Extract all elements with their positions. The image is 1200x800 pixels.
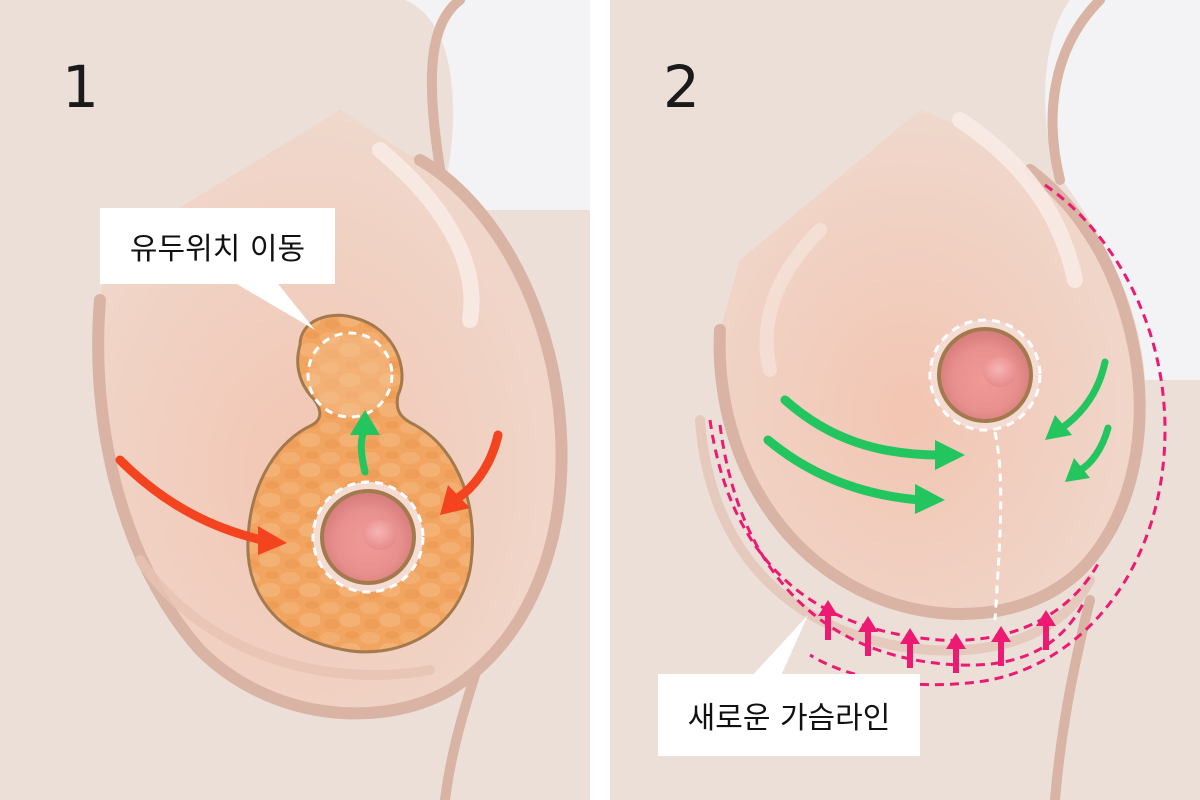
green-arrow-right-2 [1076,424,1112,474]
panel-2 [610,0,1200,800]
new-nipple-position [306,331,394,419]
nipple [983,357,1017,387]
torso-edge [405,0,590,210]
panel-divider [590,0,610,800]
lift-arrows [818,600,1056,673]
panel-1-number: 1 [62,53,99,121]
lifted-breast-shape [719,110,1140,614]
new-breast-line-callout: 새로운 가슴라인 [658,674,920,756]
red-arrow-left [115,455,267,545]
panel-1 [0,0,590,800]
green-arrow-right-1 [1058,358,1109,432]
nipple [363,520,397,550]
nipple-repositioning-callout: 유두위치 이동 [100,208,335,284]
green-arrow-left-1 [780,395,945,460]
incision-line [993,431,1003,621]
green-arrow-left-2 [763,435,925,505]
red-arrow-right [453,430,503,503]
panel-2-number: 2 [663,53,700,121]
callout-text: 새로운 가슴라인 [687,701,891,736]
callout-text: 유두위치 이동 [129,232,306,267]
